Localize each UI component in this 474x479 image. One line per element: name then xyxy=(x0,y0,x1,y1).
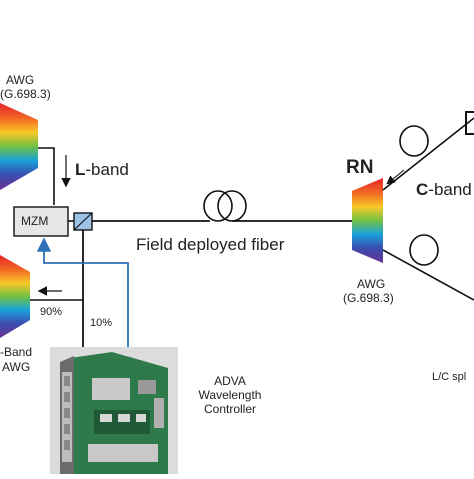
lc-splitter-label: L/C spl xyxy=(432,371,467,383)
awg-top-label-line2: (G.698.3) xyxy=(0,87,51,101)
c-band-label: C-band xyxy=(416,180,472,200)
pct-90-label: 90% xyxy=(40,306,63,318)
awg-rn-shape xyxy=(352,178,383,263)
awg-bottom-label-line1: -Band xyxy=(0,345,33,359)
adva-label-line1: ADVA xyxy=(214,374,246,388)
field-fiber-label: Field deployed fiber xyxy=(136,235,285,254)
rn-label: RN xyxy=(346,157,374,178)
awg-rn-label-line2: (G.698.3) xyxy=(343,291,394,305)
adva-label-line3: Controller xyxy=(203,402,257,416)
adva-label-line2: Wavelength xyxy=(198,388,262,402)
control-feedback-line xyxy=(36,237,129,350)
l-band-suffix: -band xyxy=(85,160,129,179)
awg-rn-label-line1: AWG xyxy=(357,277,386,291)
pct-10-label: 10% xyxy=(90,317,113,329)
l-band-letter: L xyxy=(75,160,86,179)
coupler-diagonal xyxy=(73,212,93,231)
awg-top-label-line1: AWG xyxy=(6,73,35,87)
adva-controller-label: ADVA Wavelength Controller xyxy=(190,374,270,416)
awg-top-shape xyxy=(0,103,38,190)
onu-box-partial xyxy=(465,111,474,135)
fiber-coil xyxy=(203,190,247,222)
rn-output-lower xyxy=(382,249,474,301)
c-band-suffix: -band xyxy=(428,180,472,199)
rn-output-upper xyxy=(382,117,474,191)
awg-bottom-shape xyxy=(0,255,30,338)
mzm-label: MZM xyxy=(21,214,49,228)
awg-bottom-label-line2: AWG xyxy=(2,360,31,374)
c-band-arrow xyxy=(386,169,405,185)
mzm-box xyxy=(13,206,69,237)
adva-card-image xyxy=(50,347,178,474)
rn-coil-lower xyxy=(409,234,439,266)
rn-coil-upper xyxy=(399,125,429,157)
l-band-label: L-band xyxy=(75,160,129,180)
awg-to-mzm-line xyxy=(38,147,55,205)
c-band-letter: C xyxy=(416,180,429,199)
